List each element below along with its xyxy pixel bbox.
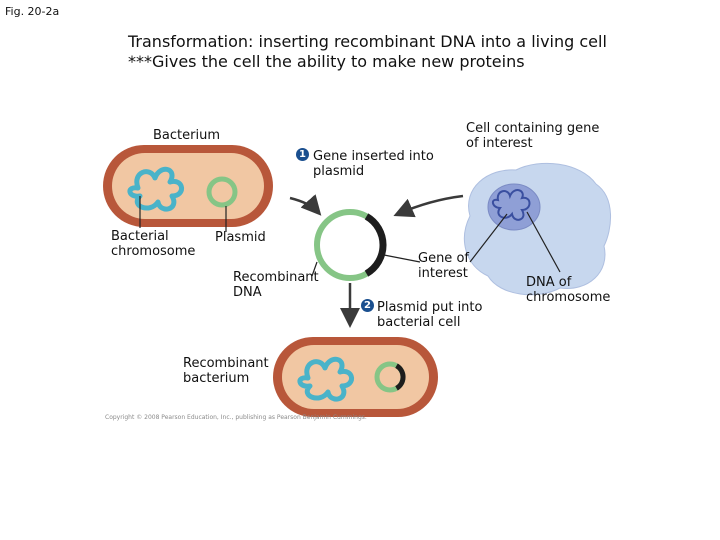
leader-gene-of-interest — [469, 213, 508, 263]
nucleus — [487, 183, 541, 231]
label-step-1: Gene inserted into plasmid — [313, 149, 434, 179]
bacterium — [103, 145, 273, 227]
recombinant-chromosome-strand — [297, 356, 354, 402]
label-recombinant-dna: Recombinant DNA — [233, 270, 319, 300]
label-dna-of-chromosome: DNA of chromosome — [526, 275, 611, 305]
step-2-badge: 2 — [361, 299, 374, 312]
leader-gene-segment — [383, 254, 421, 263]
diagram-title: Transformation: inserting recombinant DN… — [128, 32, 607, 51]
plasmid-ring — [206, 176, 238, 208]
label-plasmid: Plasmid — [215, 230, 266, 245]
label-bacterial-chromosome: Bacterial chromosome — [111, 229, 196, 259]
chromosome-dna-strand — [492, 189, 531, 221]
diagram-subtitle: ***Gives the cell the ability to make ne… — [128, 52, 525, 71]
arrow-from-cell — [393, 194, 464, 218]
label-step-2: Plasmid put into bacterial cell — [377, 300, 483, 330]
label-gene-of-interest: Gene of interest — [418, 251, 469, 281]
copyright-notice: Copyright © 2008 Pearson Education, Inc.… — [105, 414, 367, 421]
recombinant-dna-plasmid — [314, 209, 387, 281]
label-bacterium: Bacterium — [153, 128, 220, 143]
recombinant-bacterium — [273, 337, 438, 417]
gene-segment — [364, 213, 387, 277]
donor-cell — [463, 162, 612, 296]
leader-dna-of-chromosome — [526, 211, 561, 273]
figure-label: Fig. 20-2a — [5, 5, 60, 18]
leader-recombinant-dna — [311, 261, 318, 277]
step-1-badge: 1 — [296, 148, 309, 161]
arrow-to-plasmid — [289, 194, 322, 216]
label-recombinant-bacterium: Recombinant bacterium — [183, 356, 269, 386]
label-cell-containing-gene: Cell containing gene of interest — [466, 121, 600, 151]
recombinant-gene-segment — [395, 363, 406, 391]
